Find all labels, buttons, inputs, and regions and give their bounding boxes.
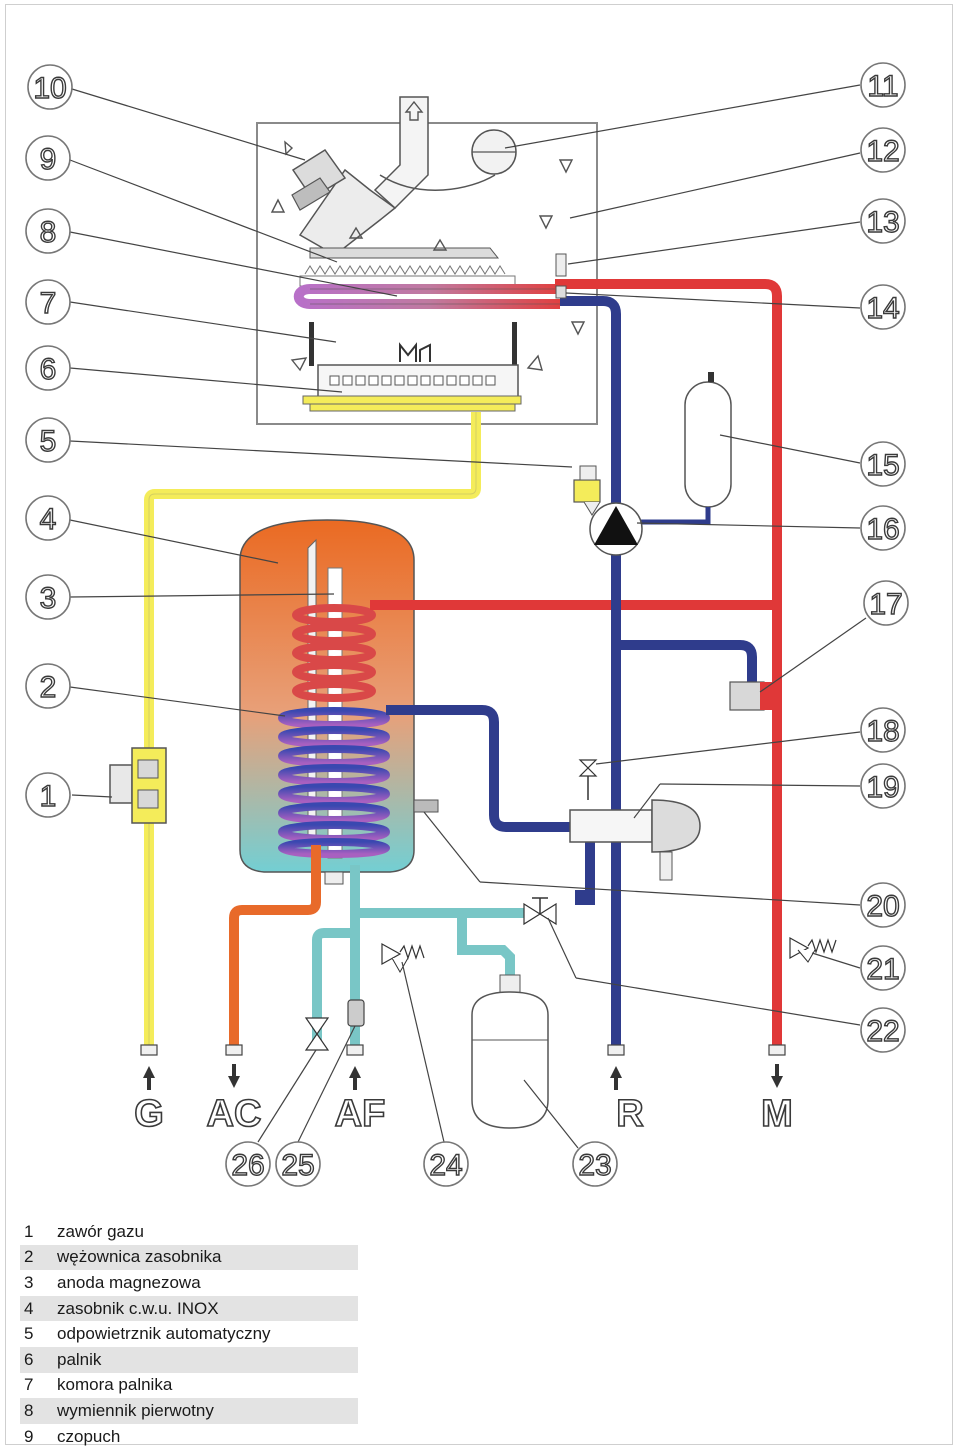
connection-stubs	[140, 1044, 786, 1056]
tank-coil	[278, 604, 390, 858]
legend-text: anoda magnezowa	[57, 1272, 201, 1292]
flow-pipes	[370, 279, 782, 1045]
connection-label-dhw-out: AC	[207, 1093, 262, 1135]
airflow-arrows	[270, 100, 586, 372]
drain-valve	[578, 759, 598, 800]
pump	[589, 502, 643, 556]
callout-15: 15	[866, 449, 899, 482]
diverter-valve	[569, 799, 701, 881]
legend-number: 3	[24, 1272, 34, 1292]
gas-pipe	[144, 412, 481, 1045]
legend-number: 4	[24, 1298, 34, 1318]
boiler-schematic: G AC AF R M	[25, 62, 909, 1187]
legend-text: czopuch	[57, 1426, 121, 1446]
tank-sensor	[413, 799, 439, 813]
legend-number: 5	[24, 1324, 34, 1344]
legend-text: komora palnika	[57, 1375, 173, 1395]
arrow-up-icon	[610, 1066, 622, 1090]
arrow-down-icon	[771, 1064, 783, 1088]
callout-25: 25	[281, 1149, 314, 1182]
dhw-outlet-pipe	[229, 845, 321, 1045]
legend-row: 8 wymiennik pierwotny	[20, 1398, 358, 1424]
legend-row: 3 anoda magnezowa	[20, 1270, 358, 1296]
connection-label-cold-in: AF	[335, 1093, 386, 1135]
legend-text: wymiennik pierwotny	[57, 1400, 214, 1420]
gas-valve	[109, 747, 167, 824]
legend-number: 1	[24, 1221, 34, 1241]
auto-air-vent	[573, 465, 601, 516]
legend-number: 2	[24, 1247, 34, 1267]
legend-text: zasobnik c.w.u. INOX	[57, 1298, 219, 1318]
callout-11: 11	[867, 70, 898, 103]
relief-valve	[789, 936, 837, 963]
callout-7: 7	[40, 287, 57, 320]
callout-1: 1	[40, 780, 57, 813]
temperature-sensor	[555, 285, 567, 299]
three-way-valve	[729, 681, 782, 711]
callout-22: 22	[866, 1015, 899, 1048]
callout-5: 5	[40, 425, 57, 458]
callout-3: 3	[40, 582, 57, 615]
legend-row: 1 zawór gazu	[20, 1219, 358, 1245]
legend-row: 4 zasobnik c.w.u. INOX	[20, 1295, 358, 1322]
arrow-up-icon	[349, 1066, 361, 1090]
burner	[302, 342, 522, 412]
callout-12: 12	[866, 135, 899, 168]
legend-text: palnik	[57, 1349, 102, 1369]
callout-10: 10	[33, 72, 66, 105]
legend-row: 2 wężownica zasobnika	[20, 1244, 358, 1271]
callout-17: 17	[869, 588, 902, 621]
callout-circles	[25, 62, 909, 1187]
callout-16: 16	[866, 513, 899, 546]
fan	[291, 148, 347, 211]
legend-row: 7 komora palnika	[20, 1373, 358, 1399]
callout-26: 26	[231, 1149, 264, 1182]
primary-heat-exchanger	[293, 265, 560, 309]
legend-row: 9 czopuch	[20, 1424, 358, 1450]
legend-number: 9	[24, 1426, 34, 1446]
dhw-safety-valve	[381, 942, 425, 974]
legend-number: 6	[24, 1349, 34, 1369]
legend-text: odpowietrznik automatyczny	[57, 1324, 271, 1344]
legend-number: 7	[24, 1375, 34, 1395]
legend-text: wężownica zasobnika	[57, 1247, 222, 1267]
legend-text: zawór gazu	[57, 1221, 144, 1241]
callout-4: 4	[40, 503, 57, 536]
callout-23: 23	[578, 1149, 611, 1182]
leader-lines	[69, 84, 867, 1149]
fill-valve	[523, 897, 557, 926]
cold-inlet-valve	[304, 1017, 330, 1051]
callout-8: 8	[40, 216, 57, 249]
safety-valve	[555, 253, 567, 277]
return-pipes	[386, 296, 757, 1045]
callout-2: 2	[40, 671, 57, 704]
legend-number: 8	[24, 1400, 34, 1420]
chamber-wall-right	[512, 322, 517, 366]
callout-20: 20	[866, 890, 899, 923]
flow-direction-arrows	[143, 1064, 783, 1090]
connection-label-flow: M	[761, 1093, 793, 1135]
callout-21: 21	[866, 953, 899, 986]
callout-14: 14	[866, 292, 899, 325]
arrow-up-icon	[143, 1066, 155, 1090]
callout-24: 24	[429, 1149, 462, 1182]
parts-legend: 1 zawór gazu 2 wężownica zasobnika 3 anoda …	[20, 1219, 358, 1449]
callout-9: 9	[40, 143, 57, 176]
callout-6: 6	[40, 353, 57, 386]
callout-18: 18	[866, 715, 899, 748]
figure-frame	[5, 4, 953, 1445]
legend-row: 5 odpowietrznik automatyczny	[20, 1321, 358, 1347]
callout-13: 13	[866, 206, 899, 239]
connection-label-return: R	[616, 1093, 643, 1135]
arrow-down-icon	[228, 1064, 240, 1088]
chamber-wall-left	[309, 322, 314, 366]
pressure-switch	[379, 129, 517, 191]
legend-row: 6 palnik	[20, 1346, 358, 1373]
callout-19: 19	[866, 771, 899, 804]
ch-expansion-vessel	[640, 372, 732, 525]
check-valve	[347, 999, 365, 1027]
connection-label-gas: G	[134, 1093, 164, 1135]
dhw-expansion-vessel	[471, 974, 549, 1129]
